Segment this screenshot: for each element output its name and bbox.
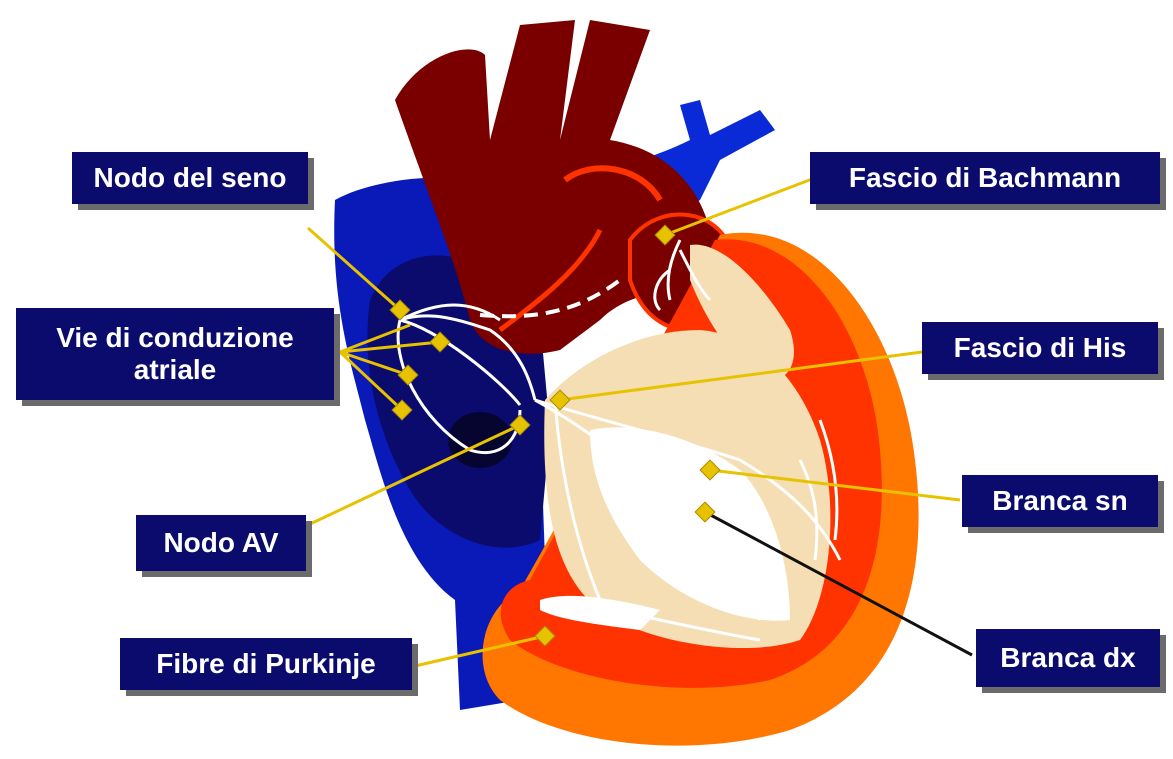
label-fascio-di-his: Fascio di His — [922, 322, 1158, 374]
label-vie-line-1: Vie di conduzione — [56, 322, 294, 354]
label-nodo-del-seno: Nodo del seno — [72, 152, 308, 204]
label-branca-sn: Branca sn — [962, 475, 1158, 527]
label-fascio-di-bachmann: Fascio di Bachmann — [810, 152, 1160, 204]
label-fibre-di-purkinje: Fibre di Purkinje — [120, 638, 412, 690]
label-vie-di-conduzione-atriale: Vie di conduzione atriale — [16, 308, 334, 400]
label-branca-dx: Branca dx — [976, 629, 1160, 687]
label-vie-line-2: atriale — [134, 354, 217, 386]
label-nodo-av: Nodo AV — [136, 515, 306, 571]
